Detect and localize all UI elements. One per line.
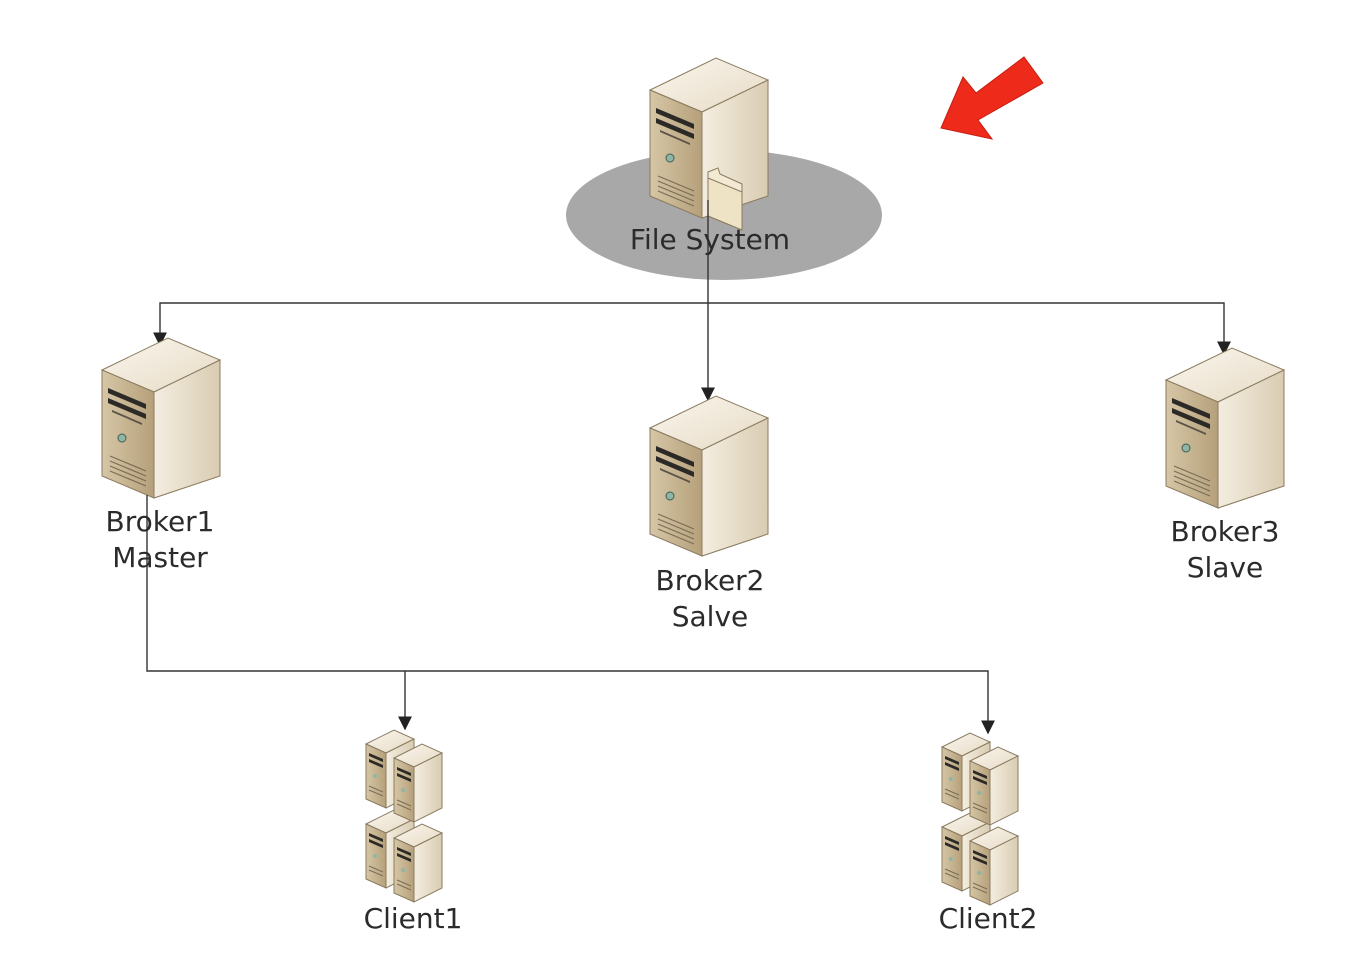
edge-fs-broker1 [153,302,708,347]
client1-label-text: Client1 [363,902,463,935]
broker1-role: Master [112,541,208,574]
fs-connectors [153,200,1231,402]
broker3-name: Broker3 [1170,515,1280,548]
broker3-server-icon [1165,347,1285,509]
client1-server-cluster-icon [366,730,442,902]
broker1-server-icon [101,337,221,499]
edge-broker1-client2 [146,495,995,735]
broker2-role: Salve [671,600,749,633]
folder-icon [707,167,743,231]
file-system-label-text: File System [629,223,791,256]
client2-label-text: Client2 [938,902,1038,935]
file-system-label: File System [590,222,830,258]
broker3-label: Broker3 Slave [1125,514,1325,586]
broker2-server-icon [649,395,769,557]
client2-server-cluster-icon [942,733,1018,905]
broker2-name: Broker2 [655,564,765,597]
broker2-label: Broker2 Salve [610,563,810,635]
edge-fs-broker3 [708,302,1231,356]
broker1-name: Broker1 [105,505,215,538]
client2-label: Client2 [888,901,1088,937]
client-connectors [146,495,995,735]
highlight-arrow-icon [940,56,1044,140]
broker1-label: Broker1 Master [60,504,260,576]
client1-label: Client1 [313,901,513,937]
broker3-role: Slave [1186,551,1264,584]
